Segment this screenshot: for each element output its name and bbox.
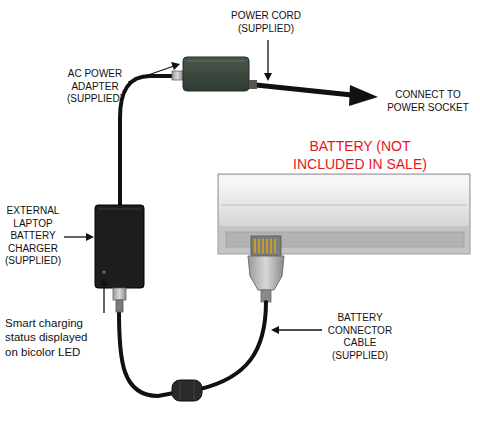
charger-plug [113,288,126,300]
adapter-highlight [187,61,245,62]
external-charger [95,205,144,288]
adapter-ac-port [249,80,257,89]
battery-cable [200,302,266,389]
callout-label: BATTERY CONNECTOR CABLE (SUPPLIED) [325,312,395,362]
leader-arrowhead [271,326,279,334]
ac-power-adapter [183,57,249,91]
callout-label: Smart charging status displayed on bicol… [5,316,97,359]
leader-arrows [64,40,322,334]
ferrite-ring [180,381,181,400]
bicolor-led [102,270,105,273]
callout-label: AC POWER ADAPTER (SUPPLIED) [65,68,125,106]
power-cord [256,85,352,95]
leader-arrowhead [86,233,94,241]
callout-label: POWER CORD (SUPPLIED) [226,10,306,35]
callout-label: CONNECT TO POWER SOCKET [384,89,472,114]
pin [266,239,268,253]
battery-plug [248,256,284,290]
callout-label: EXTERNAL LAPTOP BATTERY CHARGER (SUPPLIE… [3,205,63,268]
leader-line [267,40,268,74]
battery-top [219,175,469,185]
battery-pins [255,239,275,253]
leader-arrowhead [264,73,272,81]
battery-socket [251,236,281,256]
warning-label: BATTERY (NOT INCLUDED IN SALE) [272,138,448,173]
power-cord-arrowhead [349,85,378,106]
pin [258,239,260,253]
battery-groove [222,205,466,206]
pin [254,239,256,253]
plug-strain-relief [116,300,123,312]
leader-line [128,66,174,82]
pin [270,239,272,253]
leader-arrowhead [100,278,108,286]
ferrite-bead [172,380,202,401]
charger-highlight [98,209,141,210]
leader-arrowhead [171,62,180,70]
leader-line [64,236,87,237]
adapter-dc-plug [172,71,183,80]
pin [262,239,264,253]
battery-cable [119,312,174,396]
battery-illustration [218,174,470,302]
battery-body [218,174,470,254]
leader-line [278,329,322,330]
dc-cable [120,76,172,205]
pin [274,239,276,253]
leader-line [103,285,104,313]
ferrite-ring [194,381,195,400]
battery-face [219,185,469,226]
